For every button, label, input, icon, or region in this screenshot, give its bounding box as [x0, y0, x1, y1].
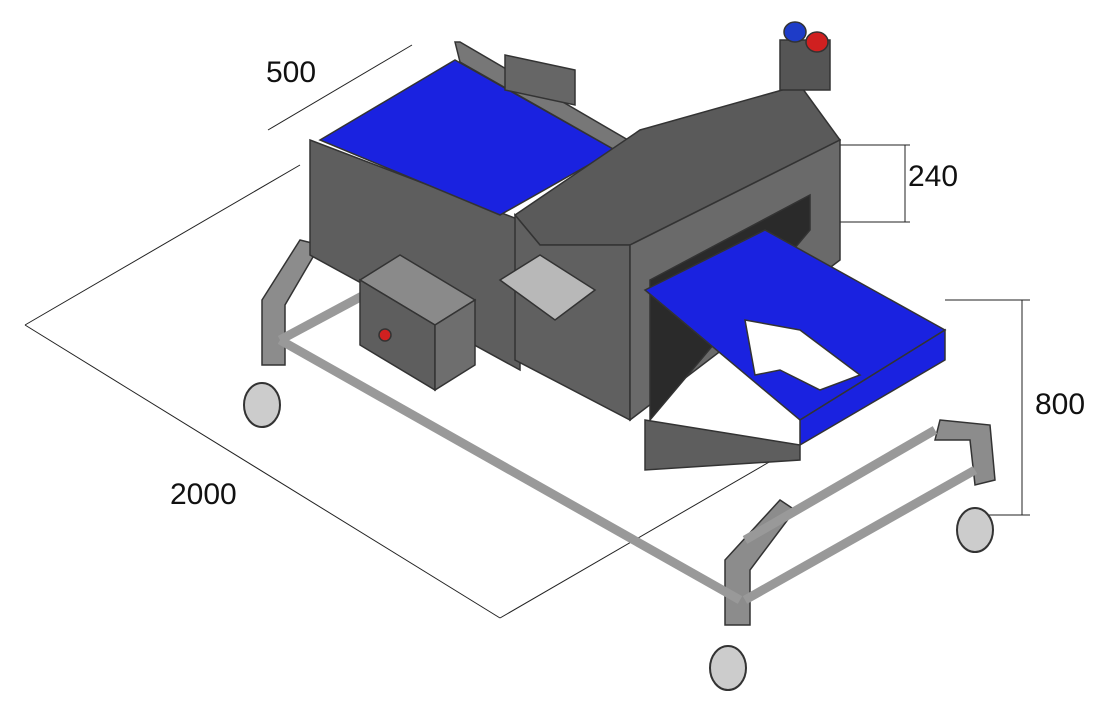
dimension-height-label: 800: [1035, 388, 1086, 421]
touchscreen-panel: [498, 254, 597, 321]
direction-arrow-icon: [744, 319, 862, 391]
beacon-blue-icon: [783, 21, 807, 43]
dimension-lines: [24, 44, 1030, 619]
emergency-stop-icon: [378, 328, 392, 342]
frame: [261, 239, 996, 626]
beacon-red-icon: [805, 31, 829, 53]
dimension-length-label: 2000: [170, 478, 237, 511]
casters: [243, 382, 994, 691]
dimension-tunnel-height-label: 240: [908, 160, 959, 193]
dimension-width-label: 500: [266, 56, 317, 89]
control-box: [358, 254, 477, 392]
front-conveyor: [643, 229, 947, 471]
